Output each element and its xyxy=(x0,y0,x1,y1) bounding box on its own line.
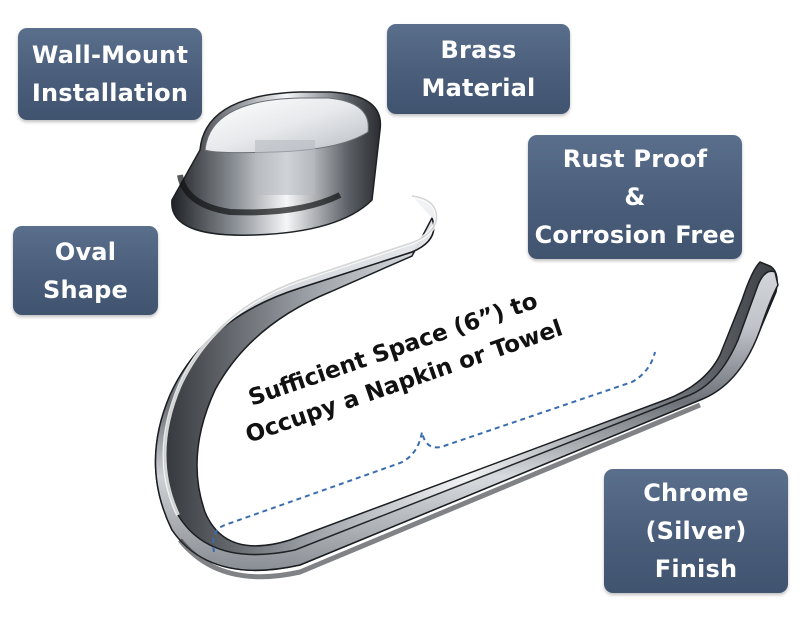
brass-material-label: Brass Material xyxy=(387,24,570,114)
rust-line-1: Rust Proof xyxy=(562,145,708,173)
wall-mount-line-2: Installation xyxy=(31,79,189,107)
space-bracket xyxy=(212,351,656,553)
wall-mount-base xyxy=(171,91,382,236)
chrome-line-2: (Silver) xyxy=(645,517,747,545)
wall-mount-line-1: Wall-Mount xyxy=(31,41,189,69)
brass-line-2: Material xyxy=(421,74,536,102)
rust-line-3: Corrosion Free xyxy=(534,221,736,249)
towel-arm xyxy=(154,194,779,580)
wall-mount-installation-label: Wall-Mount Installation xyxy=(18,28,202,120)
brass-line-1: Brass xyxy=(440,36,517,64)
oval-shape-label: Oval Shape xyxy=(13,226,158,315)
oval-line-2: Shape xyxy=(42,275,129,304)
chrome-line-3: Finish xyxy=(654,555,738,583)
rust-line-2: & xyxy=(624,183,646,211)
oval-line-1: Oval xyxy=(54,237,117,266)
rust-proof-label: Rust Proof & Corrosion Free xyxy=(528,135,742,259)
chrome-finish-label: Chrome (Silver) Finish xyxy=(604,469,788,593)
chrome-line-1: Chrome xyxy=(643,479,749,507)
